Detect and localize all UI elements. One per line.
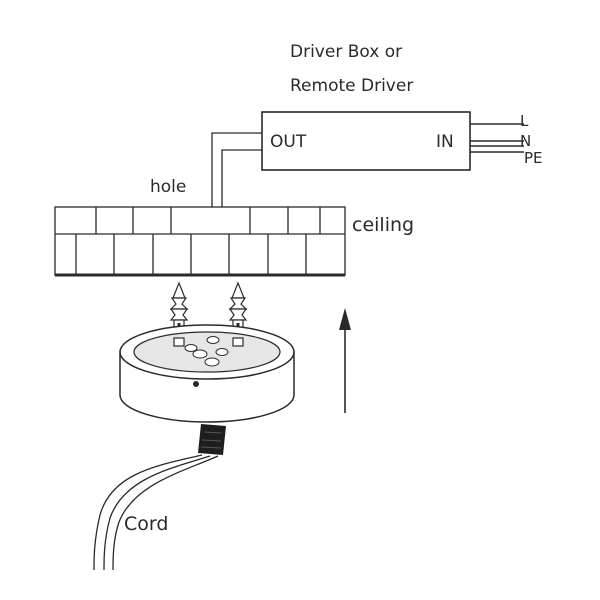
out-label: OUT: [270, 132, 307, 152]
set-screw: [193, 381, 199, 387]
ceiling-outline: [54, 206, 346, 276]
driver-box: [261, 111, 471, 171]
terminal-pe-label: PE: [524, 149, 543, 167]
mains-wires: [470, 123, 524, 153]
output-wire-inner: [221, 149, 262, 210]
in-label: IN: [436, 132, 454, 152]
cord-sleeve: [198, 424, 226, 455]
output-wire-outer: [211, 132, 262, 210]
terminal-n-label: N: [520, 132, 531, 150]
ceiling: [54, 206, 346, 277]
canopy: [119, 324, 295, 423]
driver-box-title-line1: Driver Box or: [290, 42, 402, 62]
ceiling-label: ceiling: [352, 214, 414, 236]
cord-label: Cord: [124, 513, 168, 535]
cord: [93, 424, 226, 571]
hole-label: hole: [150, 177, 186, 197]
up-arrow-icon: [339, 308, 351, 413]
terminal-l-label: L: [520, 112, 529, 130]
canopy-inner: [133, 331, 281, 373]
driver-box-title-line2: Remote Driver: [290, 76, 413, 96]
